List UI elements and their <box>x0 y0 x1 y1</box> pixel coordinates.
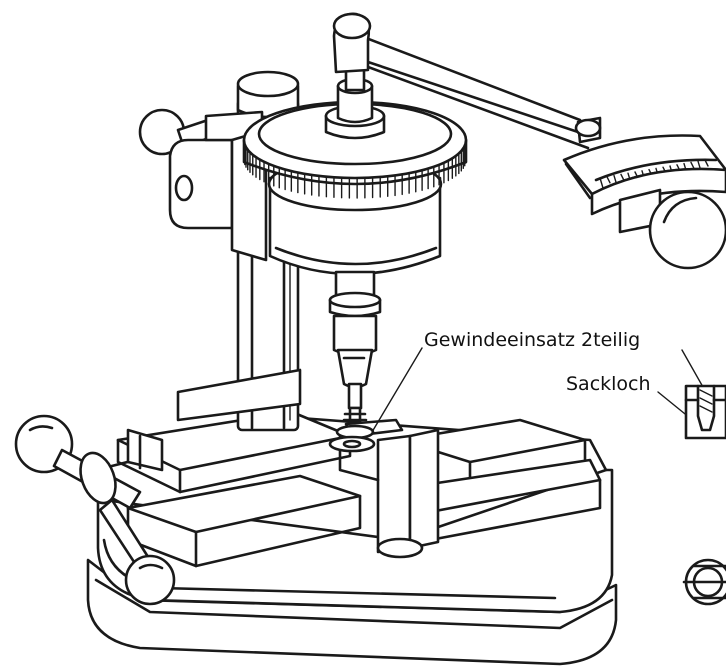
swing-arm <box>332 12 602 150</box>
vise-handle <box>14 414 176 606</box>
dial-tick <box>690 161 695 170</box>
dial-tick <box>704 159 709 167</box>
dial-tick <box>620 173 625 182</box>
dial-tick <box>606 176 611 184</box>
dial-tick <box>599 177 604 189</box>
angle-dial <box>562 134 726 270</box>
tap-holder <box>328 270 382 453</box>
label-thread-insert: Gewindeeinsatz 2teilig <box>424 329 640 351</box>
insert-top-detail <box>682 558 726 606</box>
leader-lines <box>371 347 717 433</box>
label-blind-hole: Sackloch <box>566 373 651 395</box>
blind-hole-detail <box>684 384 726 440</box>
